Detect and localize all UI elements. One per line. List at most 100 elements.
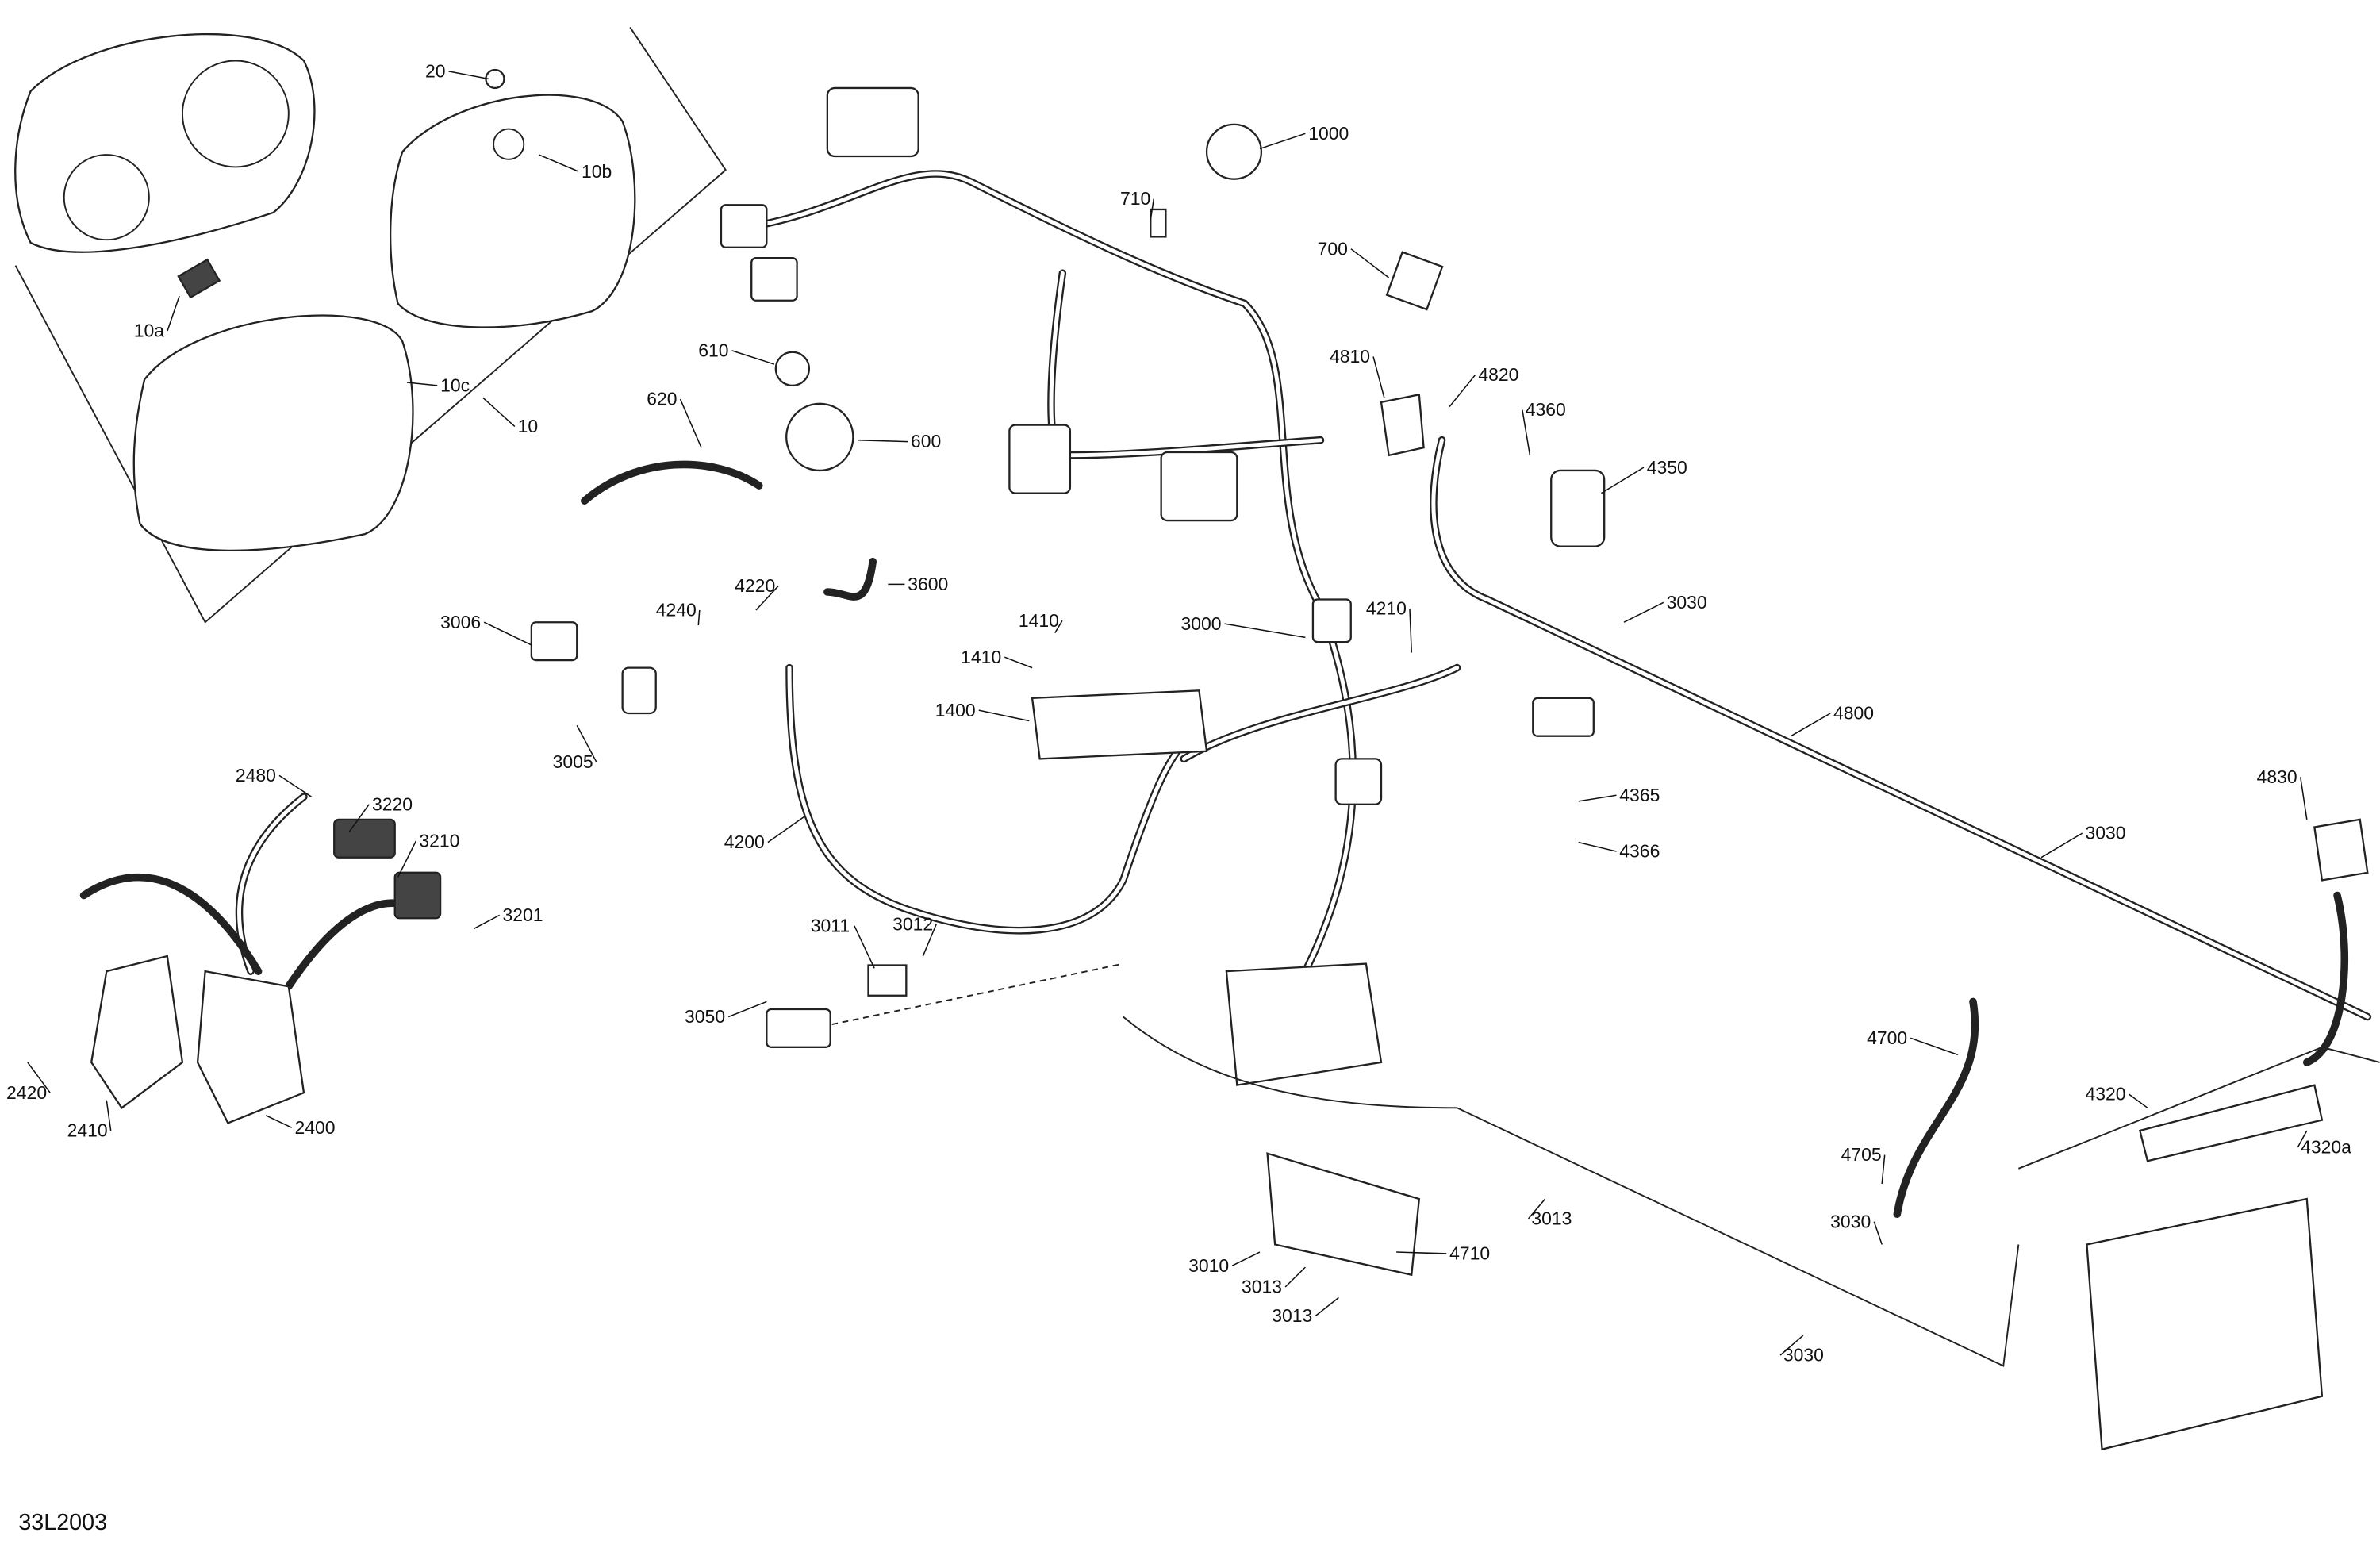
callout-4710: 4710 <box>1396 1243 1490 1264</box>
leader-line <box>576 724 597 762</box>
leader-line <box>1259 133 1306 150</box>
callout-label: 3210 <box>419 830 459 851</box>
leader-line <box>1910 1037 1959 1056</box>
callout-label: 4350 <box>1647 457 1687 478</box>
callout-3013: 3013 <box>1272 1296 1339 1326</box>
leader-line <box>697 609 701 626</box>
callout-3600: 3600 <box>888 574 948 594</box>
leader-line <box>1409 608 1413 653</box>
callout-label: 2480 <box>236 765 276 786</box>
callout-3210: 3210 <box>397 830 459 878</box>
leader-line <box>1881 1154 1886 1185</box>
callout-label: 20 <box>425 61 446 82</box>
leader-line <box>2129 1093 2148 1108</box>
callout-label: 2420 <box>6 1082 47 1103</box>
callout-label: 3220 <box>372 793 413 814</box>
leader-line <box>448 71 489 80</box>
callout-label: 4810 <box>1330 346 1370 367</box>
callout-label: 3010 <box>1188 1255 1229 1276</box>
callout-4200: 4200 <box>724 816 805 852</box>
sensor-700 <box>1385 251 1444 311</box>
callout-4810: 4810 <box>1330 346 1385 398</box>
callout-4800: 4800 <box>1791 703 1874 737</box>
callout-3030: 3030 <box>2040 823 2126 859</box>
main-harness <box>720 86 1595 975</box>
callout-3013: 3013 <box>1527 1198 1572 1229</box>
callout-1410: 1410 <box>1019 610 1063 634</box>
leader-line <box>978 709 1030 722</box>
callout-2480: 2480 <box>236 765 312 797</box>
callout-label: 3030 <box>1783 1345 1824 1366</box>
leader-line <box>1578 841 1617 852</box>
callout-label: 3030 <box>1667 592 1707 613</box>
drawing-code: 33L2003 <box>18 1510 107 1535</box>
callout-10b: 10b <box>539 154 612 182</box>
callout-label: 3000 <box>1181 613 1222 634</box>
leader-line <box>473 914 501 930</box>
callout-20: 20 <box>425 61 489 82</box>
bolt-710 <box>1150 208 1167 238</box>
callout-1400: 1400 <box>935 700 1030 722</box>
ignition-switch <box>1205 123 1263 180</box>
callout-4350: 4350 <box>1600 457 1687 494</box>
callout-10a: 10a <box>134 295 180 341</box>
leader-line <box>1527 1198 1546 1220</box>
callout-4365: 4365 <box>1578 785 1660 805</box>
leader-line <box>1350 248 1390 278</box>
bracket-3010 <box>1266 1152 1421 1277</box>
leader-line <box>1449 374 1476 408</box>
leader-line <box>539 154 579 172</box>
callout-3005: 3005 <box>553 724 597 772</box>
switch-housing-2410 <box>90 955 184 1109</box>
callout-label: 4800 <box>1833 703 1874 724</box>
callout-label: 3030 <box>1830 1211 1871 1231</box>
callout-label: 700 <box>1318 238 1348 259</box>
callout-4360: 4360 <box>1522 399 1566 455</box>
callout-label: 4710 <box>1449 1243 1490 1264</box>
leader-line <box>755 585 779 611</box>
callout-4240: 4240 <box>656 600 701 626</box>
callout-2420: 2420 <box>6 1062 51 1103</box>
switch-housing-2400 <box>196 970 305 1124</box>
callout-label: 3030 <box>2086 823 2126 843</box>
callout-label: 3013 <box>1531 1208 1572 1229</box>
boot-4810 <box>1380 393 1425 457</box>
callout-label: 3012 <box>892 914 933 935</box>
leader-line <box>2297 1130 2308 1148</box>
leader-line <box>854 925 875 969</box>
leader-line <box>1623 601 1664 623</box>
callout-3010: 3010 <box>1188 1251 1261 1276</box>
callout-3013: 3013 <box>1242 1266 1306 1297</box>
callout-label: 3005 <box>553 751 593 772</box>
leader-line <box>278 774 312 797</box>
leader-line <box>1522 409 1531 455</box>
gauge-cluster <box>14 33 316 253</box>
leader-line <box>922 924 937 957</box>
leader-line <box>1600 467 1645 494</box>
callout-label: 3011 <box>811 915 850 935</box>
callout-3006: 3006 <box>440 612 532 646</box>
callout-10: 10 <box>482 397 538 436</box>
leader-line <box>1372 356 1385 398</box>
callout-label: 2410 <box>67 1120 108 1141</box>
bezel <box>390 94 636 328</box>
solenoid-4350 <box>1550 469 1606 547</box>
callout-3012: 3012 <box>892 914 937 957</box>
callout-3050: 3050 <box>685 1001 767 1027</box>
lens <box>132 314 414 551</box>
callout-label: 710 <box>1120 188 1150 209</box>
battery-strap <box>2138 1084 2324 1162</box>
callout-label: 4830 <box>2257 766 2297 787</box>
connector-3011 <box>867 964 908 997</box>
leader-line <box>1150 198 1155 221</box>
callout-3201: 3201 <box>473 905 543 930</box>
leader-line <box>1284 1266 1306 1288</box>
leader-line <box>482 397 516 428</box>
callout-label: 610 <box>698 340 728 360</box>
callout-1000: 1000 <box>1259 123 1349 150</box>
callout-4210: 4210 <box>1366 598 1413 653</box>
callout-label: 4220 <box>735 575 775 596</box>
leader-line <box>1779 1335 1804 1356</box>
